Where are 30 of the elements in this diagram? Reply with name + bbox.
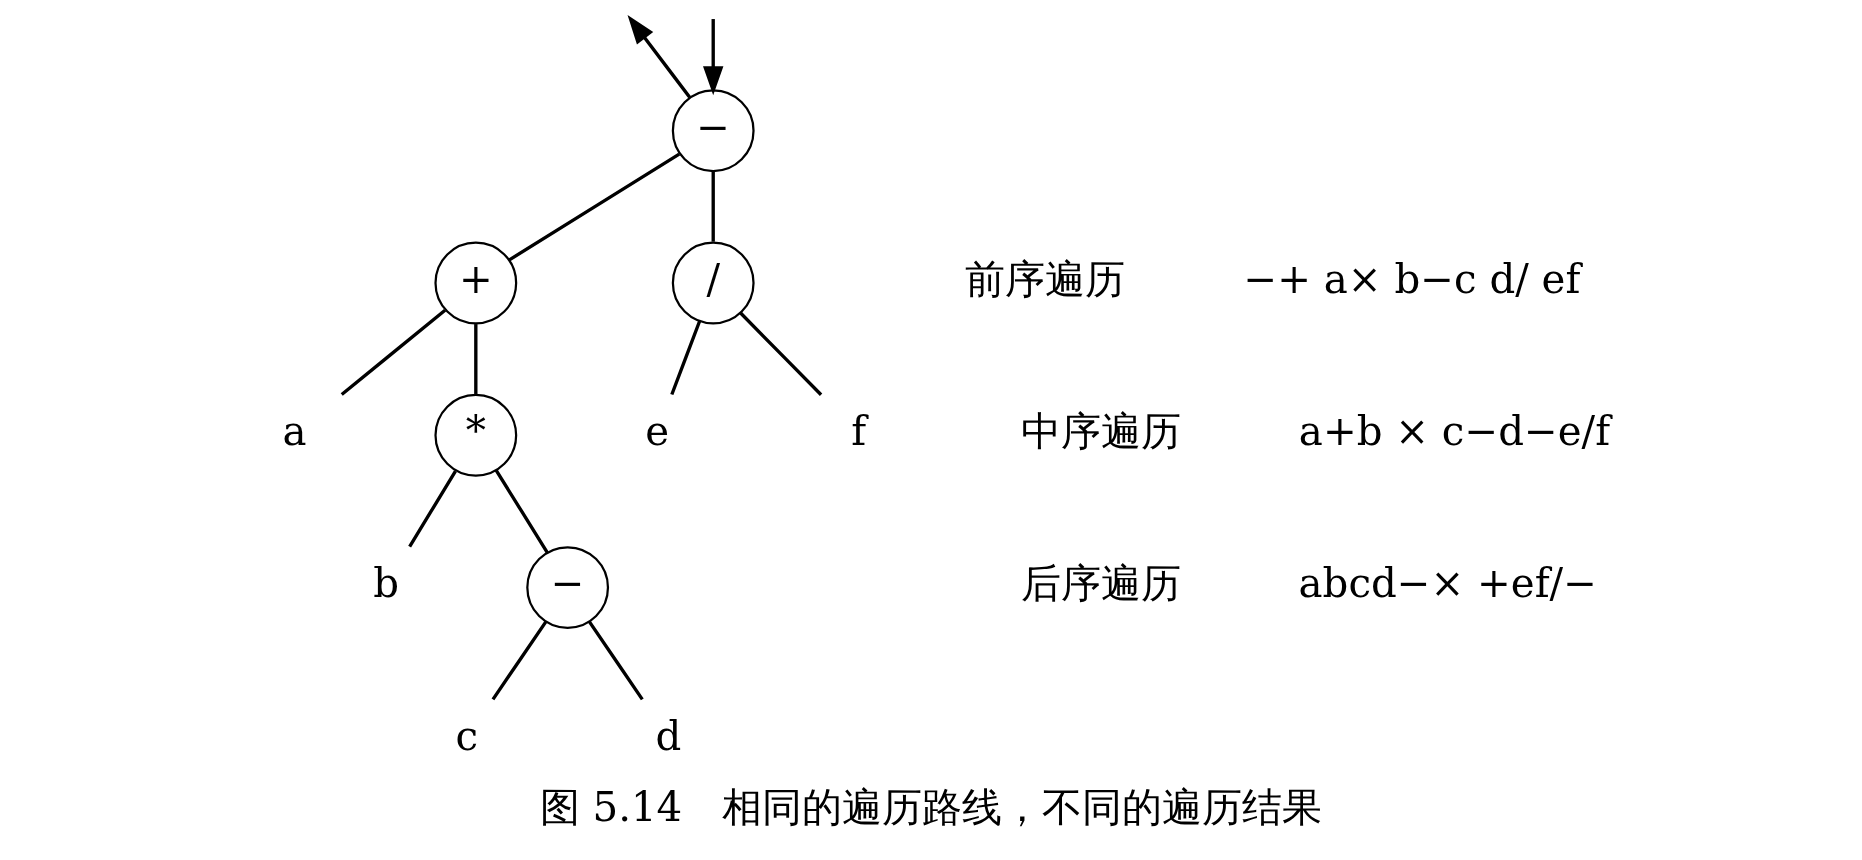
node-circle: * (434, 393, 518, 477)
node-circle: − (671, 89, 755, 173)
connector (588, 620, 644, 701)
node-circle: / (671, 241, 755, 325)
connector (491, 620, 548, 701)
label: a+b × c−d−e/f (1298, 408, 1611, 456)
node-circle: − (526, 546, 610, 629)
arrow (703, 19, 724, 96)
node-text: e (645, 408, 670, 456)
connector (494, 469, 549, 554)
node-text: c (455, 712, 479, 760)
node-text: d (655, 712, 682, 760)
connector (474, 324, 478, 394)
connector (711, 171, 715, 242)
connector (508, 152, 681, 262)
label: 前序遍历 (964, 255, 1125, 303)
caption: 图 5.14 相同的遍历路线，不同的遍历结果 (539, 784, 1323, 832)
label: −+ a× b−c d/ ef (1243, 255, 1581, 303)
node-text: a (282, 408, 307, 456)
node-text: b (373, 560, 400, 608)
label: 后序遍历 (1020, 560, 1181, 608)
node-text: f (851, 408, 867, 456)
connector (408, 470, 457, 548)
arrow (627, 15, 691, 99)
connector (340, 309, 447, 396)
node-circle: + (434, 241, 518, 325)
label: 中序遍历 (1020, 408, 1181, 456)
label: abcd−× +ef/− (1298, 560, 1597, 608)
connector (739, 311, 823, 396)
connector (670, 320, 702, 396)
